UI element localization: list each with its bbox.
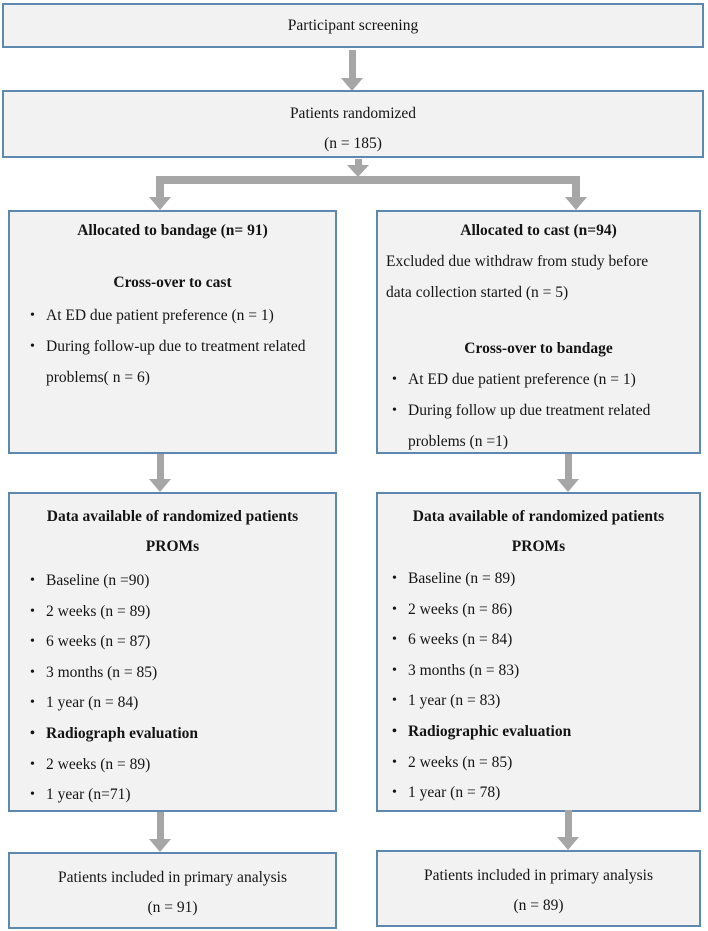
bandage-crossover-title: Cross-over to cast xyxy=(113,274,232,291)
box-primary-analysis-bandage: Patients included in primary analysis (n… xyxy=(8,852,337,929)
arrow-stem xyxy=(565,810,572,837)
cast-excluded-line2: data collection started (n = 5) xyxy=(386,284,569,301)
list-item: 6 weeks (n = 87) xyxy=(30,627,321,658)
box-primary-analysis-cast: Patients included in primary analysis (n… xyxy=(376,850,701,927)
list-item: At ED due patient preference (n = 1) xyxy=(30,300,321,331)
split-horizontal-bar xyxy=(156,176,580,184)
split-right-stem xyxy=(572,176,580,197)
primary-analysis-label: Patients included in primary analysis xyxy=(423,867,653,884)
arrow-head xyxy=(149,479,171,492)
list-item: 6 weeks (n = 84) xyxy=(392,625,693,656)
allocated-cast-title: Allocated to cast (n=94) xyxy=(460,222,617,239)
split-left-arrow-head xyxy=(149,197,171,210)
arrow-stem xyxy=(565,454,572,479)
arrow-stem xyxy=(157,454,164,479)
participant-screening-label: Participant screening xyxy=(287,16,419,34)
allocated-bandage-title: Allocated to bandage (n= 91) xyxy=(77,222,268,239)
cast-crossover-list: At ED due patient preference (n = 1) Dur… xyxy=(378,364,699,457)
cast-excluded-line1: Excluded due withdraw from study before xyxy=(386,253,649,270)
list-item: Baseline (n =90) xyxy=(30,566,321,597)
bandage-crossover-list: At ED due patient preference (n = 1) Dur… xyxy=(10,300,335,393)
arrow-head xyxy=(341,78,363,91)
patients-randomized-count: (n = 185) xyxy=(324,135,382,152)
box-patients-randomized: Patients randomized (n = 185) xyxy=(2,90,704,158)
list-item: 3 months (n = 85) xyxy=(30,658,321,689)
arrow-head xyxy=(557,837,579,850)
data-available-title: Data available of randomized patients xyxy=(46,508,299,525)
list-item: During follow up due treatment related p… xyxy=(392,395,693,457)
split-right-arrow-head xyxy=(565,197,587,210)
split-center-arrow-head xyxy=(347,165,369,177)
list-item: 2 weeks (n = 85) xyxy=(392,748,693,779)
list-item: Baseline (n = 89) xyxy=(392,564,693,595)
list-item-radiograph-heading: Radiograph evaluation xyxy=(30,719,321,750)
data-available-title: Data available of randomized patients xyxy=(412,508,665,525)
data-available-list: Baseline (n =90) 2 weeks (n = 89) 6 week… xyxy=(10,566,335,811)
proms-subtitle: PROMs xyxy=(511,538,566,555)
list-item: 2 weeks (n = 89) xyxy=(30,750,321,781)
arrow-head xyxy=(557,479,579,492)
primary-analysis-count: (n = 91) xyxy=(147,899,198,916)
list-item: At ED due patient preference (n = 1) xyxy=(392,364,693,395)
box-allocated-cast: Allocated to cast (n=94) Excluded due wi… xyxy=(376,210,701,454)
cast-excluded-note: Excluded due withdraw from study before … xyxy=(378,246,699,308)
primary-analysis-count: (n = 89) xyxy=(513,897,564,914)
primary-analysis-label: Patients included in primary analysis xyxy=(57,869,287,886)
list-item: 2 weeks (n = 86) xyxy=(392,595,693,626)
split-left-stem xyxy=(156,176,164,197)
list-item: 1 year (n = 83) xyxy=(392,686,693,717)
list-item: During follow-up due to treatment relate… xyxy=(30,331,321,393)
list-item-radiographic-heading: Radiographic evaluation xyxy=(392,717,693,748)
box-participant-screening: Participant screening xyxy=(2,3,704,48)
cast-crossover-title: Cross-over to bandage xyxy=(464,340,613,357)
list-item: 2 weeks (n = 89) xyxy=(30,597,321,628)
list-item: 1 year (n = 78) xyxy=(392,778,693,809)
data-available-list: Baseline (n = 89) 2 weeks (n = 86) 6 wee… xyxy=(378,564,699,809)
split-center-stem xyxy=(355,159,362,166)
arrow-head xyxy=(149,839,171,852)
arrow-stem xyxy=(157,812,164,839)
arrow-stem xyxy=(349,50,356,78)
box-allocated-bandage: Allocated to bandage (n= 91) Cross-over … xyxy=(8,210,337,454)
list-item: 1 year (n = 84) xyxy=(30,688,321,719)
proms-subtitle: PROMs xyxy=(145,538,200,555)
box-data-available-cast: Data available of randomized patients PR… xyxy=(376,492,701,812)
list-item: 3 months (n = 83) xyxy=(392,656,693,687)
list-item: 1 year (n=71) xyxy=(30,780,321,811)
box-data-available-bandage: Data available of randomized patients PR… xyxy=(8,492,337,812)
patients-randomized-label: Patients randomized xyxy=(289,105,417,122)
